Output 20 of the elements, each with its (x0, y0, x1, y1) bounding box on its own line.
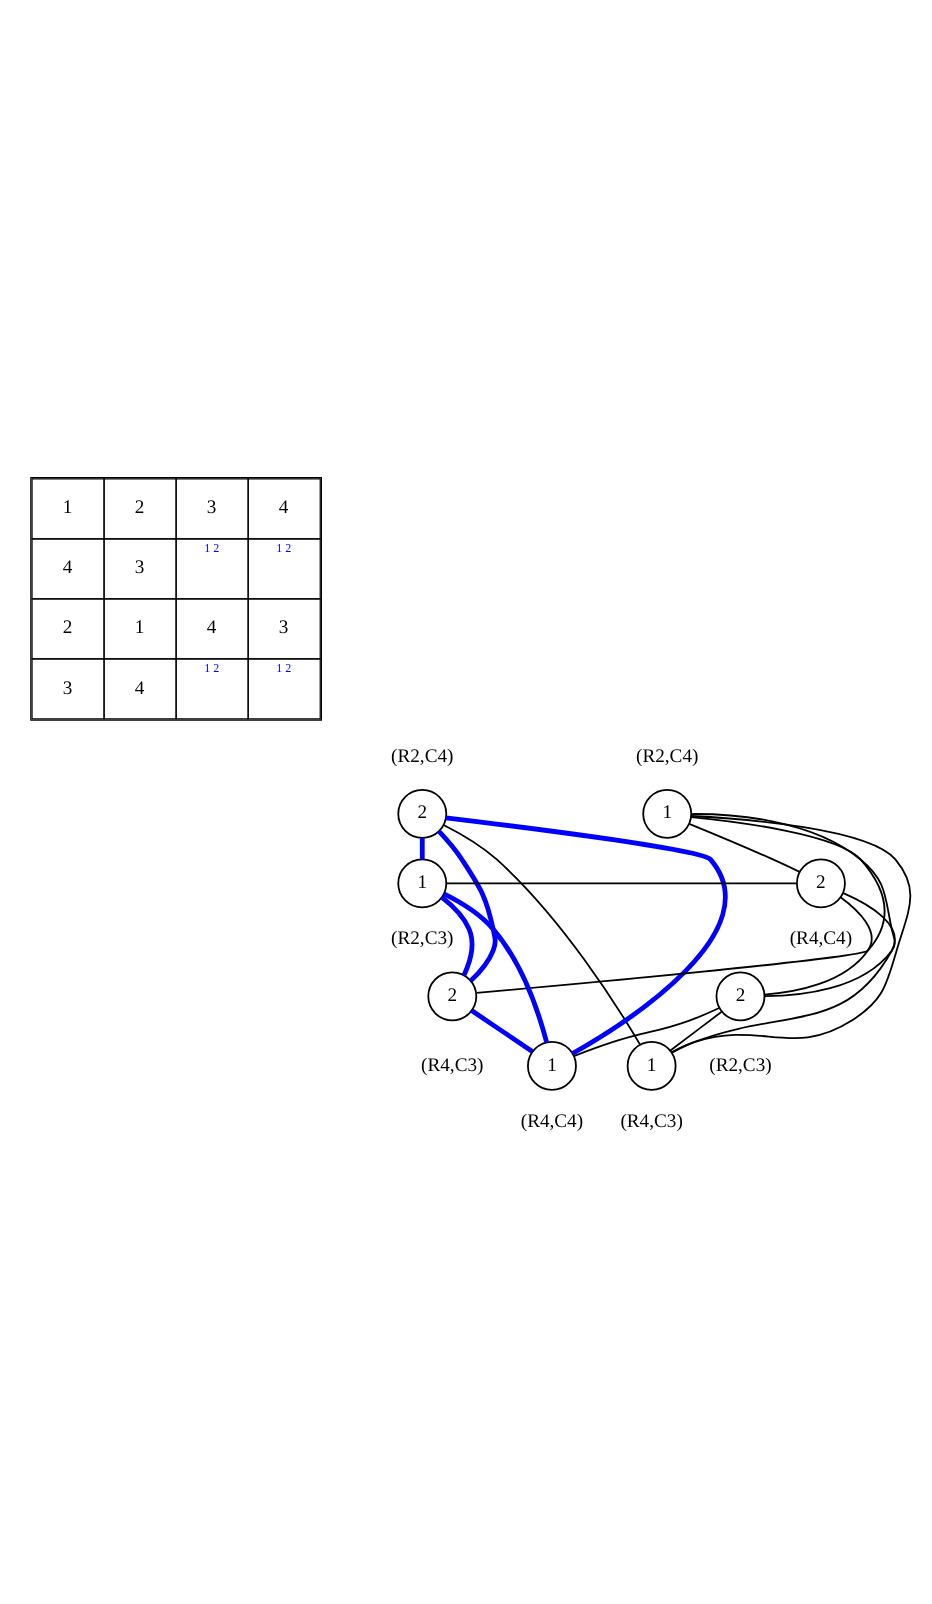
node-label: (R4,C3) (620, 1109, 683, 1132)
node-label: (R2,C4) (391, 744, 454, 767)
node-label: (R2,C3) (391, 927, 454, 950)
node-label: (R4,C4) (520, 1109, 584, 1132)
node-label: (R2,C4) (636, 744, 699, 767)
label: 1 (134, 616, 145, 639)
label: 3 (134, 556, 145, 579)
label: 1 (62, 496, 73, 519)
node-label: (R4,C4) (789, 927, 853, 950)
label: 4 (134, 676, 145, 699)
label: 2 (62, 616, 73, 639)
label: 3 (278, 616, 289, 639)
label: 4 (278, 496, 289, 519)
label: 4 (206, 616, 217, 639)
label: 3 (62, 676, 73, 699)
node-label: (R4,C3) (421, 1053, 484, 1076)
node-label: (R2,C3) (709, 1053, 772, 1076)
label: 4 (62, 556, 73, 579)
label: 3 (206, 496, 217, 519)
label: 2 (134, 496, 145, 519)
